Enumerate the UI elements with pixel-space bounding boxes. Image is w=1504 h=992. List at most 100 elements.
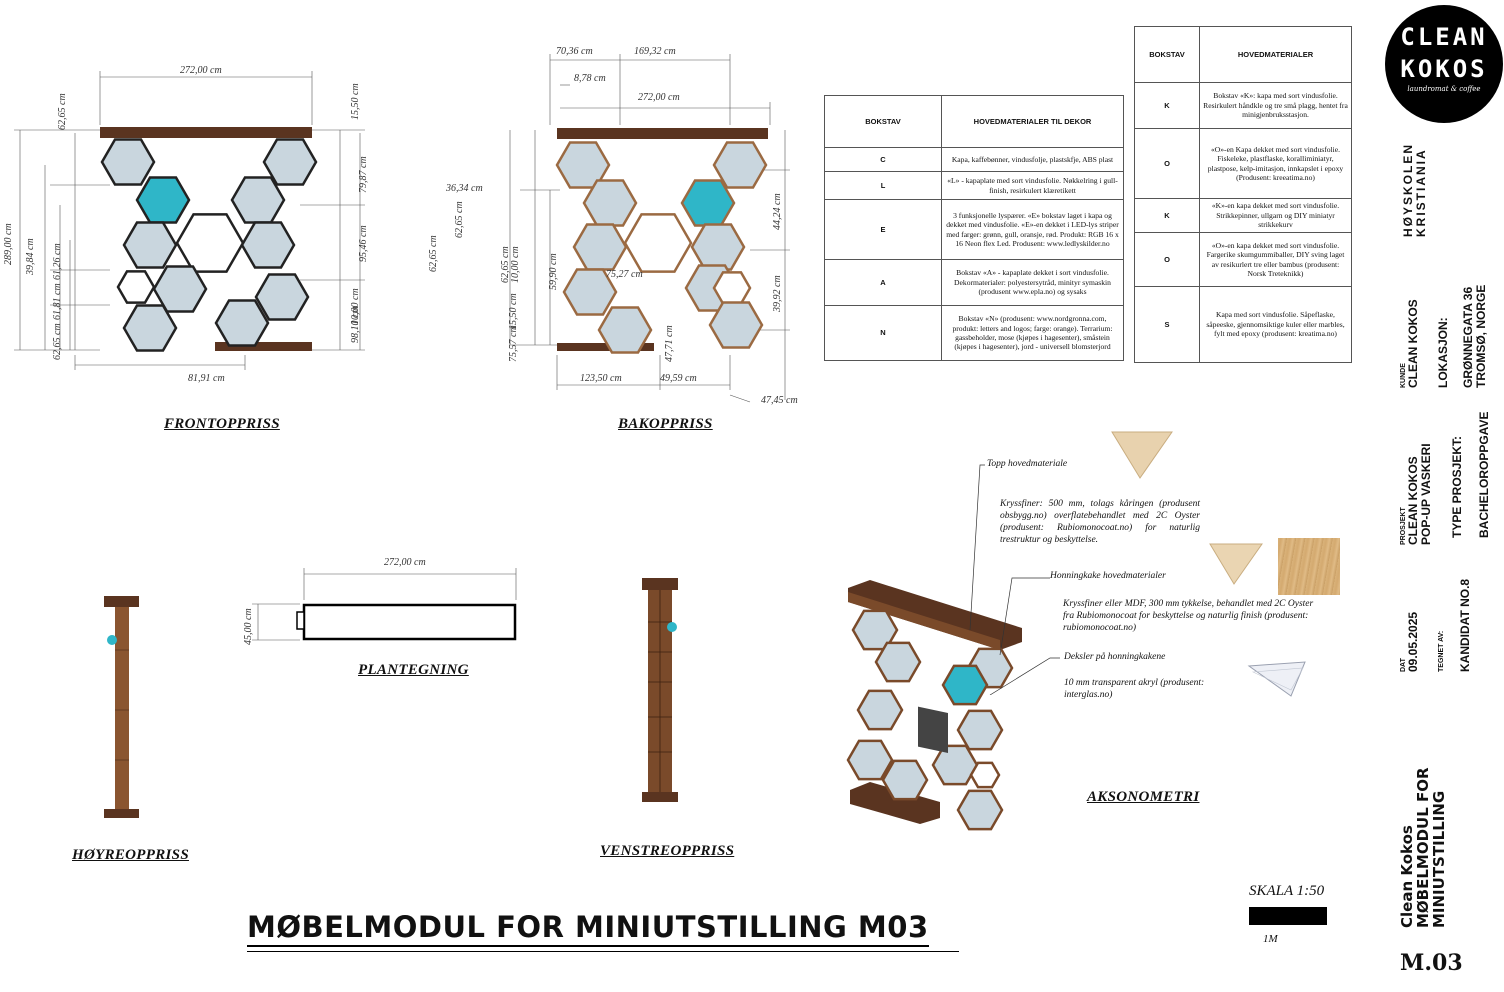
main-title-underline [247,951,959,952]
front-dim-h5: 62,65 cm [52,323,63,360]
project-block: PROSJEKT CLEAN KOKOS POP-UP VASKERI [1400,443,1433,545]
school-name: HØYSKOLEN KRISTIANIA [1401,142,1428,237]
left-elevation-drawing [642,578,678,802]
back-dim-d5: 36,34 cm [446,183,483,194]
right-view-title: HØYREOPPRISS [72,847,189,863]
hexagon-cell [874,641,922,683]
front-dim-right-top: 15,50 cm [350,83,361,120]
table1-material: 3 funksjonelle lyspærer. «E» bokstav lag… [941,199,1124,260]
table2-letter: K [1134,198,1200,233]
hexagon-cell [931,744,979,786]
hexagon-cell [881,759,929,801]
back-dim-r3: 47,71 cm [664,325,675,362]
logo-line2: KOKOS [1400,55,1488,83]
front-dim-width: 272,00 cm [180,65,222,76]
back-elevation-drawing [509,54,790,403]
hexagon-cell [562,268,618,316]
hexagon-cell [597,306,653,354]
table2-letter: S [1134,286,1200,363]
hexagon-cell [708,301,764,349]
front-dim-r2: 95,46 cm [358,225,369,262]
hexagon-cell [690,223,746,271]
table1-letter: E [824,199,942,260]
table2-material: «O»-en Kapa dekket med sort vindusfolie.… [1199,128,1352,199]
sheet-code: M.03 [1400,950,1463,976]
plan-dim-depth: 45,00 cm [243,608,254,645]
axonometric-drawing [846,580,1022,831]
hexagon-cell [969,761,1001,789]
top-material-label: Topp hovedmateriale [987,459,1068,469]
back-dim-d1: 70,36 cm [556,46,593,57]
back-dim-d2: 169,32 cm [634,46,676,57]
school-line2: KRISTIANIA [1413,148,1428,237]
hexagon-cell [230,176,286,224]
table1-material: «L» - kapaplate med sort vindusfolie. Nø… [941,171,1124,200]
hexagon-cell [122,221,178,269]
project-type-label: TYPE PROSJEKT: [1450,435,1464,538]
back-dim-v1: 62,65 cm [454,201,465,238]
hexagon-cell [956,789,1004,831]
plan-dim-width: 272,00 cm [384,557,426,568]
plan-view-title: PLANTEGNING [358,662,469,678]
hexagon-cell [941,664,989,706]
hexagon-cell [856,689,904,731]
hexagon-cell [846,739,894,781]
back-dim-r1: 44,24 cm [772,193,783,230]
hexagon-cell [680,179,736,227]
back-dim-b1: 123,50 cm [580,373,622,384]
back-dim-v7: 75,57 cm [508,325,519,362]
front-dim-r4: 98,10 cm [350,306,361,343]
project-type: BACHELOROPPGAVE [1477,411,1491,538]
logo-line1: CLEAN [1400,23,1488,51]
scale-unit: 1M [1263,933,1278,945]
logo-ring-text: laundromat & coffee [1407,85,1481,93]
table2-material: «O»-en kapa dekket med sort vindusfolie.… [1199,232,1352,287]
date-value: 09.05.2025 [1406,611,1420,672]
table1-letter: N [824,305,942,361]
main-title: MØBELMODUL FOR MINIUTSTILLING M03 [247,910,929,947]
front-view-title: FRONTOPPRISS [164,416,280,432]
location-line2: TROMSØ, NORGE [1473,284,1488,388]
location-block: GRØNNEGATA 36 TROMSØ, NORGE [1461,284,1488,388]
hexagon-cell [100,138,156,186]
front-dim-r1: 79,87 cm [358,156,369,193]
hexagon-cell [956,709,1004,751]
table1-letter: A [824,259,942,306]
left-view-title: VENSTREOPPRISS [600,843,735,859]
back-dim-width: 272,00 cm [638,92,680,103]
table1-header-letter: BOKSTAV [824,95,942,148]
scale-bar [1249,907,1327,925]
table2-header-letter: BOKSTAV [1134,26,1200,83]
table2-material: Bokstav «K»: kapa med sort vindusfolie. … [1199,82,1352,129]
back-dim-r2: 39,92 cm [772,275,783,312]
table2-material: «K»-en kapa dekket med sort vindusfolie.… [1199,198,1352,233]
hexagon-cell [214,299,270,347]
right-elevation-drawing [104,596,139,818]
back-dim-d3: 8,78 cm [574,73,606,84]
back-dim-v5: 59,90 cm [548,253,559,290]
front-dim-bottom: 81,91 cm [188,373,225,384]
sheet-title-block: Clean Kokos MØBELMODUL FOR MINIUTSTILLIN… [1398,767,1448,928]
back-view-title: BAKOPPRISS [618,416,713,432]
hexagon-cell [582,179,638,227]
back-dim-b3: 47,45 cm [761,395,798,406]
drawn-by-label: TEGNET AV: [1438,630,1445,672]
drawn-by: KANDIDAT NO.8 [1458,578,1472,672]
hexagon-cell [712,271,752,305]
honeycomb-material-text: Kryssfiner eller MDF, 300 mm tykkelse, b… [1063,599,1314,633]
client-block: KUNDE CLEAN KOKOS [1400,299,1420,388]
table1-header-materials: HOVEDMATERIALER TIL DEKOR [941,95,1124,148]
table1-material: Bokstav «A» - kapaplate dekket i sort vi… [941,259,1124,306]
school-line1: HØYSKOLEN [1401,142,1415,237]
table2-letter: O [1134,128,1200,199]
hexagon-cell [712,141,768,189]
location-label: LOKASJON: [1436,317,1450,388]
hexagon-cell [122,304,178,352]
table1-letter: L [824,171,942,200]
plywood-swatch-icon [1111,431,1173,479]
hexagon-cell [116,270,156,304]
date-block: DAT 09.05.2025 [1400,612,1420,672]
table2-material: Kapa med sort vindusfolie. Såpeflaske, s… [1199,286,1352,363]
hexagon-cell [240,221,296,269]
